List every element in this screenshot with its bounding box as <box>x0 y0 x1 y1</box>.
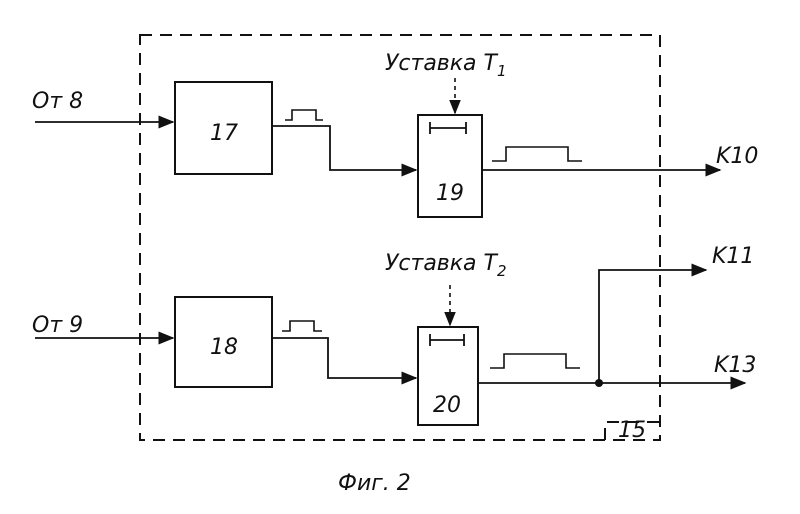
block-17-number: 17 <box>210 121 238 146</box>
wire-18-to-20 <box>272 338 416 378</box>
pulse-icon-long-1 <box>492 147 582 161</box>
block-19-number: 19 <box>436 181 464 206</box>
input-label-8: От 8 <box>32 89 83 114</box>
pulse-icon-short-1 <box>285 110 323 120</box>
output-label-10: K10 <box>716 144 758 169</box>
pulse-icon-short-2 <box>282 321 322 331</box>
block-20-number: 20 <box>433 393 461 418</box>
output-label-11: K11 <box>712 244 754 269</box>
pulse-icon-long-2 <box>490 354 580 368</box>
output-line-11 <box>599 270 706 383</box>
outer-block-number: 15 <box>618 418 646 443</box>
wire-17-to-19 <box>272 126 416 170</box>
setpoint-t2-label: Уставка T2 <box>385 251 507 280</box>
input-label-9: От 9 <box>32 313 83 338</box>
figure-caption: Фиг. 2 <box>338 471 411 496</box>
block-18-number: 18 <box>210 335 238 360</box>
output-label-13: K13 <box>714 353 756 378</box>
setpoint-t1-label: Уставка T1 <box>385 51 507 80</box>
